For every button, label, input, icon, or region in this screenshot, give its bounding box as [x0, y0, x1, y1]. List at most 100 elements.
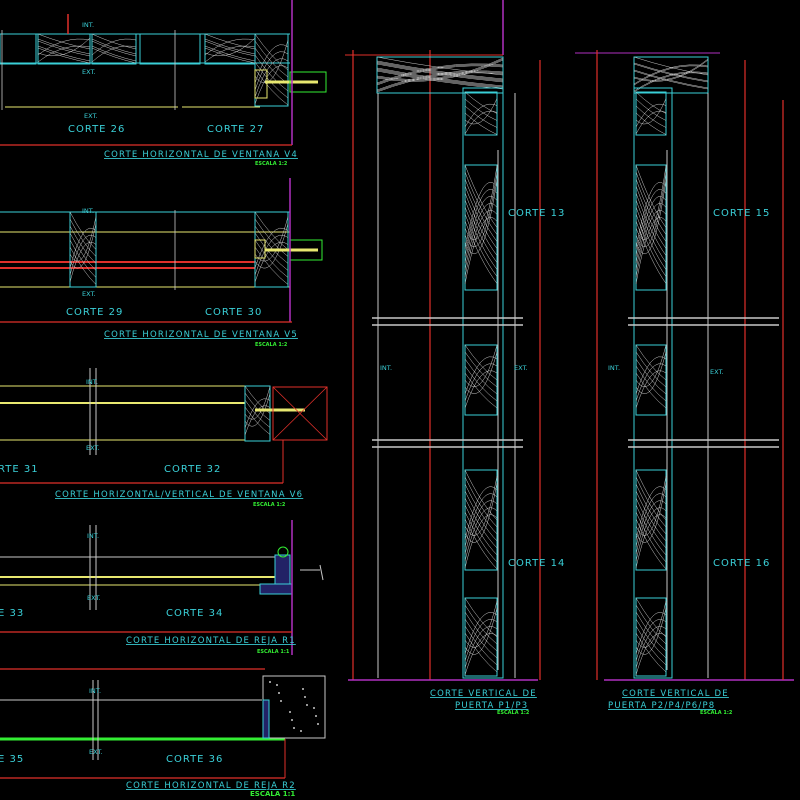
wood-grain: [464, 625, 498, 666]
section-title: CORTE HORIZONTAL DE VENTANA V5: [104, 330, 298, 340]
wood-grain: [464, 507, 498, 562]
wood-grain: [635, 469, 667, 521]
wood-grain: [37, 40, 91, 57]
wood-grain: [464, 372, 498, 409]
wood-grain: [464, 344, 498, 381]
wood-grain: [69, 234, 97, 276]
wood-grain: [464, 110, 498, 135]
scale-label: ESCALA 1:1: [257, 649, 290, 655]
wood-grain: [204, 38, 256, 55]
wood-grain: [635, 351, 667, 388]
wood-grain: [464, 475, 498, 536]
wood-grain: [464, 98, 498, 125]
anchor-box: [272, 386, 328, 441]
wood-block: [464, 91, 498, 136]
wood-grain: [376, 70, 504, 91]
wood-grain: [376, 68, 504, 88]
wood-grain: [635, 607, 667, 655]
wood-grain: [376, 71, 504, 92]
wood-grain: [464, 618, 498, 659]
wood-grain: [254, 246, 289, 285]
wood-grain: [464, 469, 498, 521]
wood-grain: [254, 241, 289, 283]
wood-grain: [464, 98, 498, 121]
wood-grain: [635, 483, 667, 535]
wood-grain: [464, 210, 498, 278]
wood-grain: [376, 67, 504, 87]
wood-grain: [91, 38, 137, 55]
wood-grain: [254, 44, 289, 84]
wood-grain: [635, 91, 667, 114]
wood-grain: [464, 165, 498, 240]
wood-grain: [635, 358, 667, 395]
wood-grain: [633, 62, 709, 82]
wood-grain: [464, 365, 498, 402]
door-title-line2: PUERTA P1/P3: [455, 701, 528, 711]
wood-grain: [464, 358, 498, 395]
wood-grain: [635, 182, 667, 250]
wood-grain: [635, 597, 667, 638]
wood-grain: [69, 241, 97, 283]
wood-grain: [204, 37, 256, 57]
wood-grain: [254, 239, 289, 278]
wood-grain: [635, 618, 667, 659]
angle-profile: [274, 554, 291, 586]
wood-grain: [464, 611, 498, 652]
aggregate: [269, 681, 271, 683]
wood-grain: [635, 217, 667, 285]
wood-grain: [633, 72, 709, 93]
wood-grain: [635, 619, 667, 662]
wood-grain: [69, 227, 97, 269]
cut-label: CORTE 16: [713, 558, 770, 569]
wood-grain: [254, 223, 289, 269]
wood-grain: [254, 39, 289, 83]
wood-grain: [244, 386, 271, 420]
wood-grain: [91, 38, 137, 56]
aggregate: [302, 688, 304, 690]
wood-grain: [635, 626, 667, 669]
cut-label: CORTE 36: [166, 754, 223, 765]
wood-grain: [635, 203, 667, 271]
wood-grain: [376, 65, 504, 86]
wood-grain: [464, 179, 498, 254]
wood-grain: [464, 632, 498, 673]
wood-grain: [91, 45, 137, 62]
aggregate: [300, 730, 302, 732]
wood-grain: [254, 40, 289, 78]
cut-label: E 35: [0, 754, 24, 765]
wood-grain: [464, 626, 498, 669]
aggregate: [276, 684, 278, 686]
wood-grain: [204, 45, 256, 62]
door-leaf: [633, 87, 673, 679]
door-title-line2: PUERTA P2/P4/P6/P8: [608, 701, 715, 711]
wood-grain: [635, 185, 667, 249]
wood-grain: [633, 64, 709, 85]
aggregate: [280, 700, 282, 702]
wood-block: [69, 211, 97, 288]
wood-grain: [254, 232, 289, 271]
wood-grain: [635, 500, 667, 555]
drawing-line: [319, 564, 324, 581]
int-label: INT.: [608, 364, 620, 372]
cut-label: CORTE 32: [164, 464, 221, 475]
cut-label: CORTE 30: [205, 307, 262, 318]
wood-block: [635, 91, 667, 136]
wood-grain: [635, 103, 667, 128]
wood-grain: [464, 199, 498, 263]
scale-label: ESCALA 1:2: [255, 342, 288, 348]
wood-grain: [464, 164, 498, 228]
wood-grain: [376, 60, 504, 80]
wood-grain: [204, 45, 256, 63]
wood-grain: [464, 518, 498, 570]
scale-label: ESCALA 1:2: [255, 161, 288, 167]
wood-grain: [635, 514, 667, 569]
wood-grain: [376, 72, 504, 93]
wood-grain: [376, 64, 504, 85]
wood-grain: [464, 483, 498, 535]
wood-grain: [633, 69, 709, 89]
wood-grain: [635, 486, 667, 541]
wood-grain: [254, 227, 289, 269]
cut-label: CORTE 34: [166, 608, 223, 619]
wood-grain: [37, 45, 91, 62]
